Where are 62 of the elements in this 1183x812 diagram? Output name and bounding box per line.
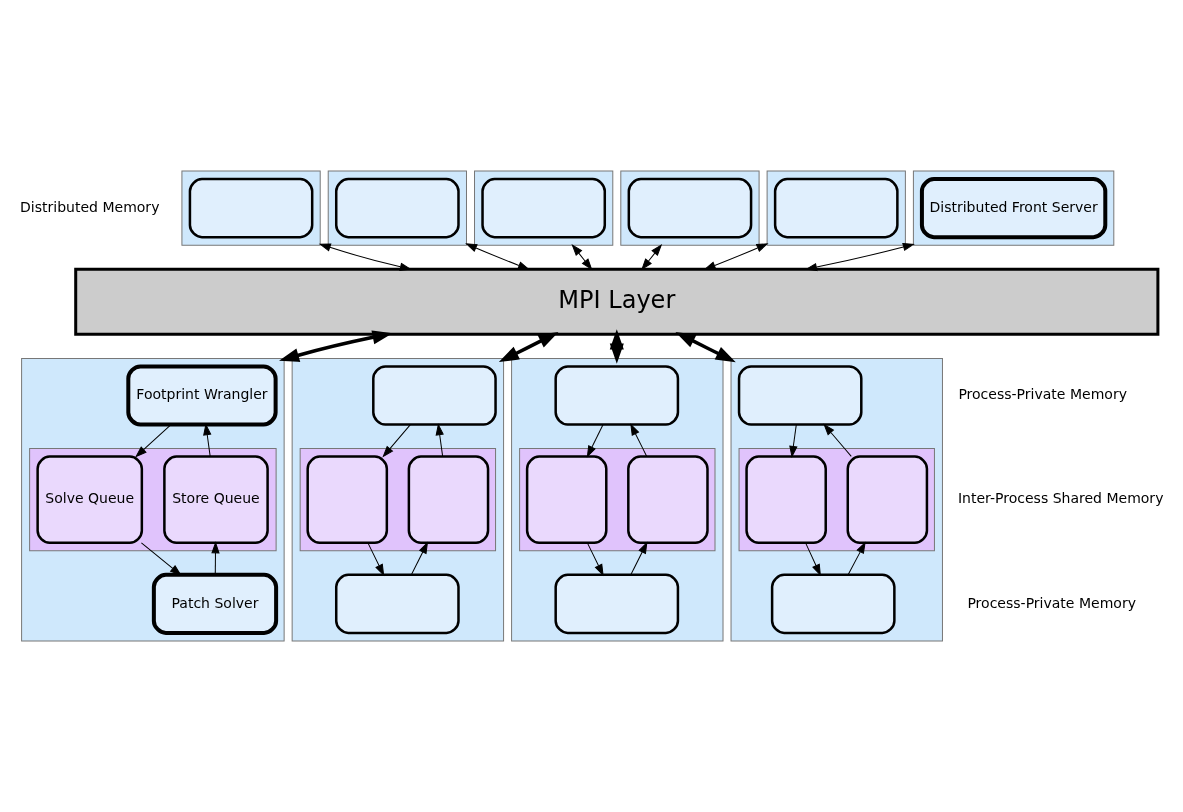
node-box xyxy=(770,573,896,635)
arrow xyxy=(823,424,852,457)
cluster xyxy=(327,170,467,246)
arrow xyxy=(410,542,428,576)
node-box xyxy=(773,177,899,239)
node-box xyxy=(745,455,827,545)
node-box: Solve Queue xyxy=(36,455,144,545)
node-box xyxy=(334,573,460,635)
arrow xyxy=(203,424,212,457)
node-box: MPI Layer xyxy=(74,267,1160,336)
node-box: Distributed Front Server xyxy=(919,177,1108,240)
node-box xyxy=(846,455,929,545)
arrow xyxy=(135,424,172,457)
cluster xyxy=(474,170,614,246)
arrow xyxy=(704,243,768,270)
cluster xyxy=(766,170,906,246)
node-box xyxy=(737,365,863,426)
node-box: Patch Solver xyxy=(151,572,279,635)
cluster xyxy=(912,170,1115,246)
node-box xyxy=(188,177,314,239)
label: Process-Private Memory xyxy=(967,594,1136,611)
label: Process-Private Memory xyxy=(958,386,1127,403)
label: Inter-Process Shared Memory xyxy=(957,490,1164,507)
arrow xyxy=(630,542,648,576)
node-box xyxy=(481,177,607,239)
cluster xyxy=(620,170,760,246)
arrow xyxy=(806,243,914,272)
node-box xyxy=(407,455,490,545)
arrow xyxy=(498,332,559,363)
node-box xyxy=(554,365,680,426)
arrow xyxy=(586,424,604,457)
arrow xyxy=(805,542,821,576)
arrow xyxy=(630,424,648,457)
cluster xyxy=(21,357,285,642)
cluster xyxy=(511,357,724,642)
arrow xyxy=(571,244,592,270)
node-box xyxy=(334,177,460,239)
node-box xyxy=(372,365,497,426)
arrow xyxy=(211,542,220,576)
arrow xyxy=(319,243,411,271)
node-box xyxy=(306,455,389,545)
arrow xyxy=(140,542,182,576)
node-box: Store Queue xyxy=(163,455,269,545)
node-box: Footprint Wrangler xyxy=(126,364,278,427)
arrow xyxy=(847,542,866,576)
arrow xyxy=(382,424,411,457)
node-box xyxy=(627,455,709,545)
arrow xyxy=(789,424,798,457)
arrow xyxy=(435,424,444,457)
node-box xyxy=(627,177,753,239)
cluster xyxy=(291,357,505,642)
arrow xyxy=(367,542,385,576)
arrow xyxy=(641,244,662,270)
cluster xyxy=(181,170,321,246)
arrow xyxy=(675,332,736,363)
arrow xyxy=(279,330,393,362)
node-box xyxy=(554,573,680,635)
cluster xyxy=(730,357,943,642)
arrow xyxy=(466,243,530,270)
arrow xyxy=(586,542,604,576)
node-box xyxy=(525,455,608,545)
label: Distributed Memory xyxy=(20,198,160,215)
